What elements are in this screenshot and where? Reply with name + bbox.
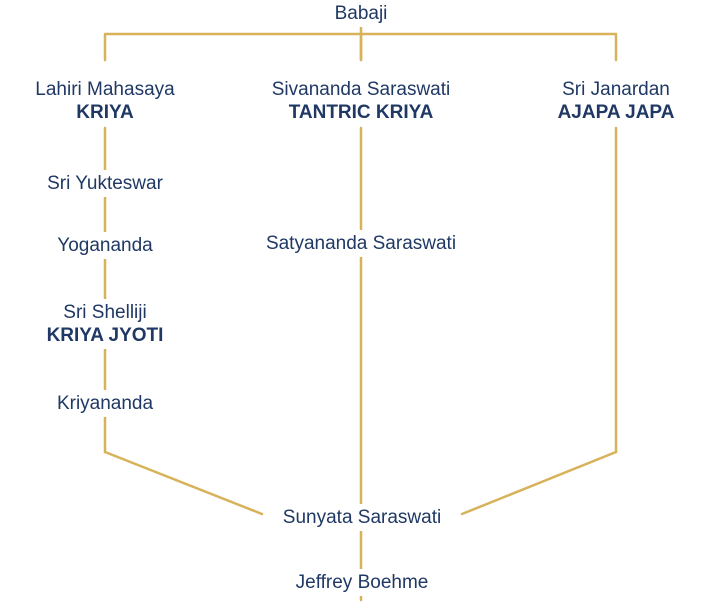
node-sivananda-saraswati: Sivananda Saraswati TANTRIC KRIYA [267,76,455,126]
node-name: Jeffrey Boehme [295,572,429,593]
node-jeffrey-boehme: Jeffrey Boehme [291,569,433,596]
node-name: Babaji [334,3,388,24]
node-name: Sri Janardan [562,79,670,100]
node-practice-label: KRIYA [76,102,134,123]
node-yogananda: Yogananda [53,232,157,259]
node-sunyata-saraswati: Sunyata Saraswati [278,504,446,531]
node-practice-label: AJAPA JAPA [557,102,675,123]
node-kriyananda: Kriyananda [52,390,158,417]
node-sri-janardan: Sri Janardan AJAPA JAPA [553,76,679,126]
connector-left-converge [103,450,264,516]
node-sri-shelliji: Sri Shelliji KRIYA JYOTI [42,299,168,349]
node-sri-yukteswar: Sri Yukteswar [43,170,167,197]
connector-right-converge [460,450,618,516]
node-practice-label: TANTRIC KRIYA [288,102,434,123]
node-name: Sri Yukteswar [47,173,163,194]
node-name: Lahiri Mahasaya [35,79,175,100]
node-name: Kriyananda [56,393,154,414]
node-satyananda-saraswati: Satyananda Saraswati [261,230,461,257]
node-name: Yogananda [57,235,153,256]
node-lahiri-mahasaya: Lahiri Mahasaya KRIYA [31,76,179,126]
node-name: Satyananda Saraswati [265,233,457,254]
node-practice-label: KRIYA JYOTI [46,325,164,346]
node-name: Sunyata Saraswati [282,507,442,528]
node-name: Sivananda Saraswati [271,79,451,100]
node-babaji: Babaji [330,0,392,27]
node-name: Sri Shelliji [63,302,147,323]
